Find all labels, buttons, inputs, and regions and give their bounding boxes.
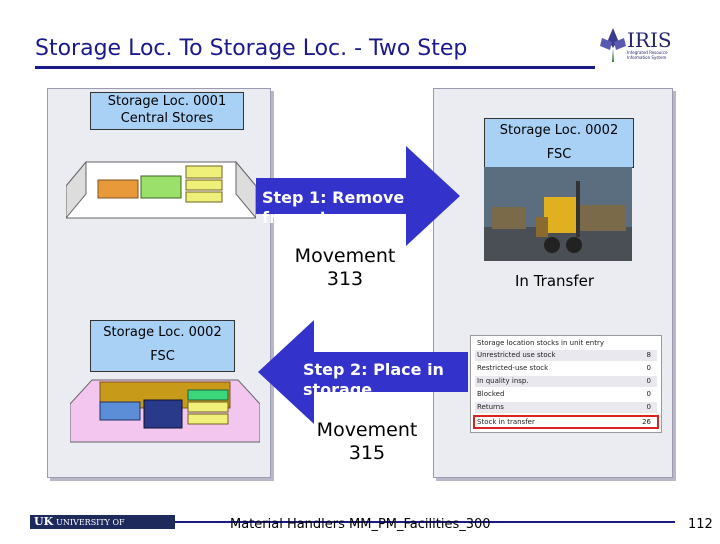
iris-flower-icon [600,28,626,62]
forklift-photo [484,167,632,261]
row-label: Returns [477,403,504,411]
location-code: Storage Loc. 0002 [499,123,619,138]
logo-wordmark: IRIS [627,28,672,52]
step1-arrow [256,146,460,246]
location-name: Central Stores [120,111,214,126]
row-value: 0 [646,377,651,385]
step2-line2: storage [303,380,373,399]
movement-313: Movement 313 [290,245,400,291]
table-row: Restricted-use stock 0 [475,363,657,374]
stock-table: Storage location stocks in unit entry Un… [470,335,662,433]
location-name: FSC [546,147,572,162]
movement2-line1: Movement [316,419,418,441]
table-row: Returns 0 [475,402,657,413]
footer-rule [175,521,675,523]
row-label: Blocked [477,390,505,398]
page-number: 112 [688,517,713,532]
table-row: In quality insp. 0 [475,376,657,387]
warehouse-illustration-bottom [70,379,260,443]
row-label: In quality insp. [477,377,529,385]
movement1-line1: Movement [294,245,396,267]
in-transfer-label: In Transfer [515,272,595,290]
table-row: Unrestricted use stock 8 [475,350,657,361]
slide-title: Storage Loc. To Storage Loc. - Two Step [35,36,468,61]
row-value: 0 [646,364,651,372]
university-name: UNIVERSITY OF KENTUCKY [30,518,125,541]
step2-arrow [258,320,468,424]
step1-label: Step 1: Remove from storage [262,188,452,228]
location-box-source: Storage Loc. 0001 Central Stores [90,92,244,130]
step2-label: Step 2: Place in storage [303,360,463,400]
movement1-line2: 313 [326,268,364,290]
row-value: 0 [646,390,651,398]
movement-315: Movement 315 [312,419,422,465]
step2-line1: Step 2: Place in [303,360,444,379]
footer-course-text: Material Handlers MM_PM_Facilities_300 [230,517,491,532]
location-code: Storage Loc. 0002 [103,325,222,340]
step1-line2: from storage [262,208,380,227]
table-row-highlighted: Stock in transfer 26 [473,415,659,429]
step1-line1: Step 1: Remove [262,188,405,207]
movement2-line2: 315 [348,442,386,464]
logo-tagline: Integrated Resource Information System [627,50,668,60]
location-name: FSC [150,349,175,364]
table-header: Storage location stocks in unit entry [475,338,657,349]
location-box-destination: Storage Loc. 0002 FSC [484,118,634,168]
table-header-text: Storage location stocks in unit entry [477,339,604,347]
location-code: Storage Loc. 0001 [107,94,227,109]
row-label: Restricted-use stock [477,364,549,372]
uk-monogram: UK [34,515,54,528]
title-underline [35,66,595,69]
iris-logo [598,24,670,70]
row-label: Stock in transfer [477,418,535,426]
row-value: 8 [646,351,651,359]
row-value: 0 [646,403,651,411]
warehouse-illustration-top [66,160,256,219]
row-value: 26 [642,418,651,426]
row-label: Unrestricted use stock [477,351,556,359]
table-row: Blocked 0 [475,389,657,400]
location-box-receiving: Storage Loc. 0002 FSC [90,320,235,372]
